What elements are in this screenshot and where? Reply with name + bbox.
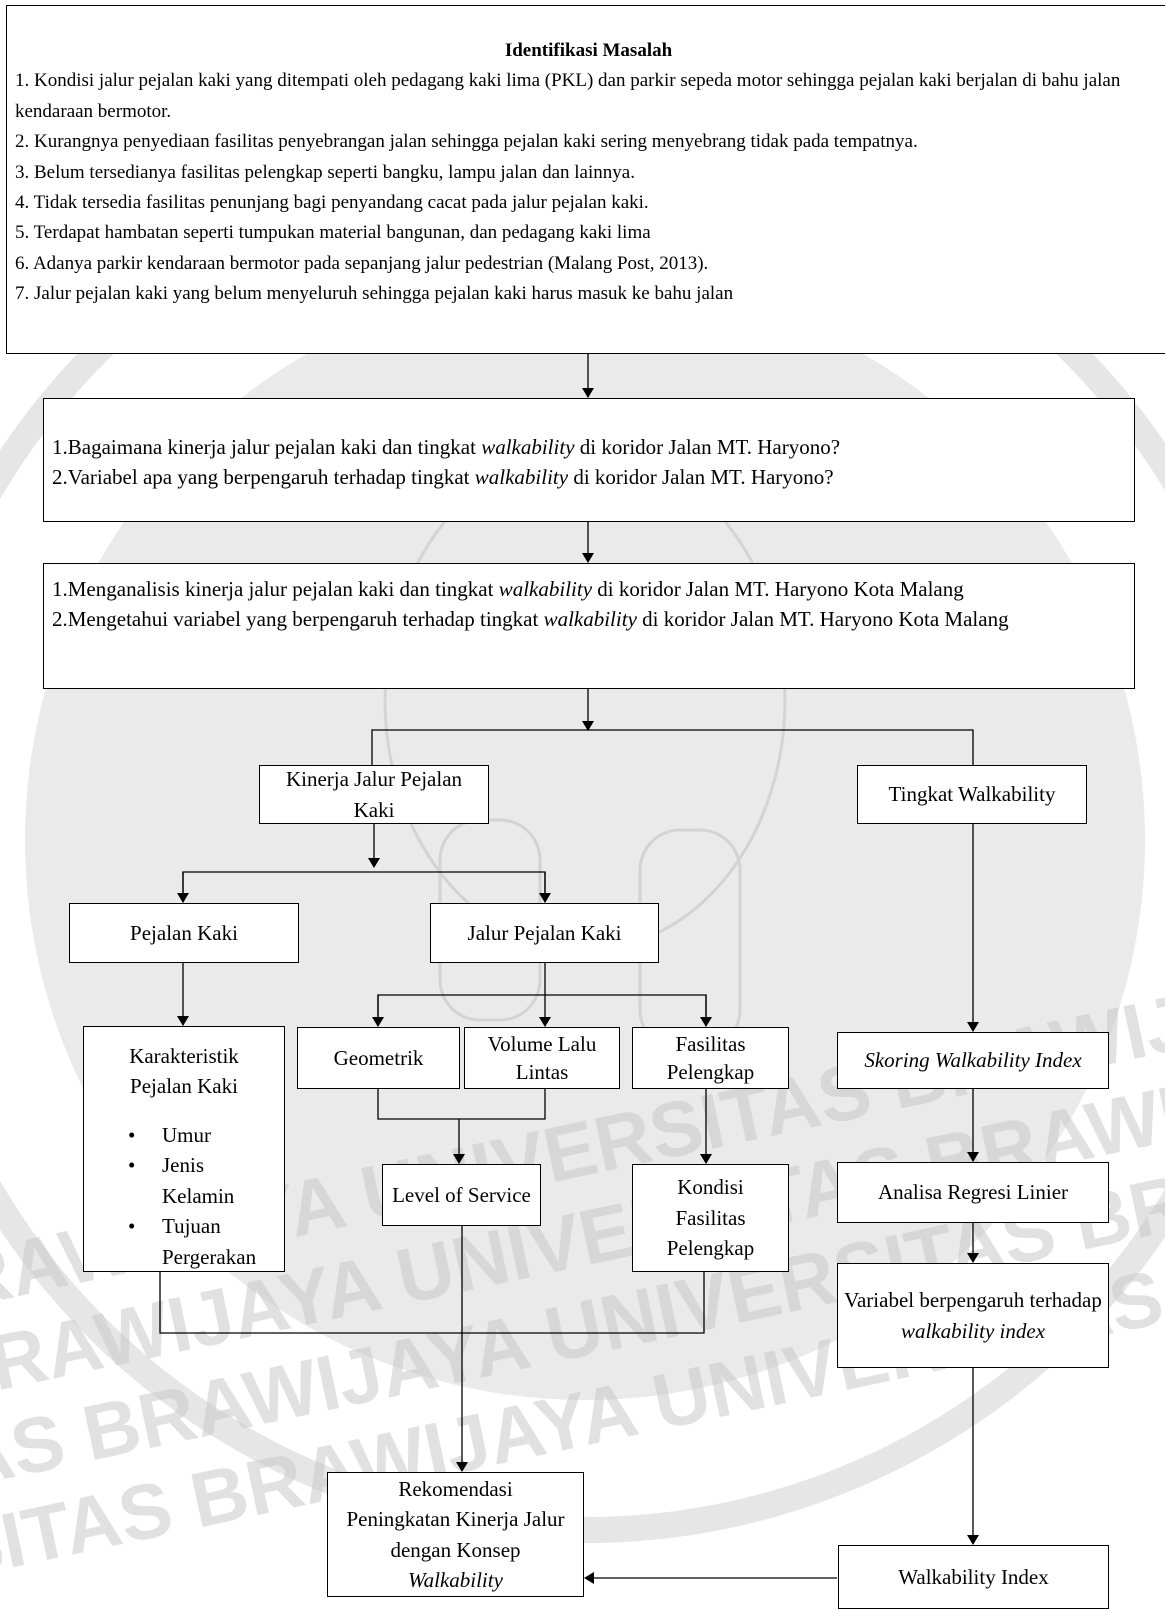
connector-geo-volume-join (377, 1089, 546, 1120)
question-1-text-a: 1.Bagaimana kinerja jalur pejalan kaki d… (52, 435, 482, 459)
research-questions-box: 1.Bagaimana kinerja jalur pejalan kaki d… (43, 398, 1135, 522)
question-2-text-b: di koridor Jalan MT. Haryono? (568, 465, 834, 490)
objective-2-italic: walkability (543, 607, 637, 632)
node-variabel-text: Variabel berpengaruh terhadap (844, 1288, 1102, 1313)
problem-title: Identifikasi Masalah (504, 40, 673, 61)
node-skoring-label: Skoring Walkability Index (864, 1048, 1082, 1073)
node-regresi-label: Analisa Regresi Linier (877, 1180, 1069, 1205)
problem-item-1: 1. Kondisi jalur pejalan kaki yang ditem… (15, 70, 1121, 122)
node-geometrik: Geometrik (297, 1027, 460, 1089)
node-level-of-service: Level of Service (382, 1164, 541, 1226)
question-2-italic: walkability (474, 465, 569, 490)
objective-2-text-a: 2.Mengetahui variabel yang berpengaruh t… (52, 607, 544, 632)
node-jalur-label: Jalur Pejalan Kaki (467, 920, 622, 945)
node-rekomendasi: Rekomendasi Peningkatan Kinerja Jalur de… (327, 1472, 584, 1597)
node-jalur-pejalan-kaki: Jalur Pejalan Kaki (430, 903, 659, 963)
connector-jalur-split (377, 994, 707, 1026)
node-volume-lalu-lintas: Volume Lalu Lintas (464, 1027, 620, 1089)
objective-2-text-b: di koridor Jalan MT. Haryono Kota Malang (636, 607, 1009, 632)
connector-bottom-join (159, 1272, 705, 1334)
problem-item-7: 7. Jalur pejalan kaki yang belum menyelu… (15, 283, 734, 305)
node-rekomendasi-italic: Walkability (408, 1567, 503, 1592)
problem-item-4: 4. Tidak tersedia fasilitas penunjang ba… (15, 191, 649, 213)
node-variabel-label: Variabel berpengaruh terhadap walkabilit… (838, 1285, 1108, 1346)
connector-split-top (371, 729, 974, 766)
node-los-label: Level of Service (392, 1182, 531, 1207)
problem-item-3: 3. Belum tersedianya fasilitas pelengkap… (15, 161, 635, 183)
node-kinerja-jalur: Kinerja Jalur Pejalan Kaki (259, 765, 489, 824)
research-objectives-box: 1.Menganalisis kinerja jalur pejalan kak… (43, 563, 1135, 689)
problem-item-5: 5. Terdapat hambatan seperti tumpukan ma… (15, 222, 651, 244)
node-karakteristik-label: Karakteristik Pejalan Kaki (129, 1044, 239, 1099)
objective-2: 2.Mengetahui variabel yang berpengaruh t… (52, 604, 1009, 634)
node-rekomendasi-text: Rekomendasi Peningkatan Kinerja Jalur de… (346, 1476, 565, 1562)
node-pejalan-label: Pejalan Kaki (130, 920, 238, 945)
problem-identification-box: Identifikasi Masalah 1. Kondisi jalur pe… (6, 5, 1165, 354)
node-kinerja-label: Kinerja Jalur Pejalan Kaki (285, 767, 463, 822)
node-fasilitas-pelengkap: Fasilitas Pelengkap (632, 1027, 789, 1089)
objective-1-text-a: 1.Menganalisis kinerja jalur pejalan kak… (52, 577, 499, 601)
node-tingkat-walkability: Tingkat Walkability (857, 765, 1087, 824)
karakteristik-item-tujuan: Tujuan Pergerakan (128, 1211, 274, 1272)
objective-1-italic: walkability (498, 577, 593, 601)
node-volume-label: Volume Lalu Lintas (487, 1031, 597, 1084)
karakteristik-list: Umur Jenis Kelamin Tujuan Pergerakan (120, 1120, 274, 1272)
node-tingkat-label: Tingkat Walkability (888, 782, 1056, 807)
question-2-text-a: 2.Variabel apa yang berpengaruh terhadap… (52, 465, 475, 490)
node-variabel-italic: walkability index (900, 1318, 1046, 1343)
node-karakteristik-pejalan: Karakteristik Pejalan Kaki Umur Jenis Ke… (83, 1026, 285, 1272)
objective-1: 1.Menganalisis kinerja jalur pejalan kak… (52, 574, 964, 604)
node-fasilitas-label: Fasilitas Pelengkap (666, 1031, 755, 1084)
connector-kinerja-split (182, 871, 546, 902)
karakteristik-item-umur: Umur (128, 1120, 274, 1151)
karakteristik-item-jenis-kelamin: Jenis Kelamin (128, 1150, 274, 1211)
problem-item-2: 2. Kurangnya penyediaan fasilitas penyeb… (15, 131, 918, 153)
node-kondisi-label: Kondisi Fasilitas Pelengkap (666, 1175, 755, 1261)
node-index-label: Walkability Index (898, 1564, 1049, 1589)
node-variabel-berpengaruh: Variabel berpengaruh terhadap walkabilit… (837, 1263, 1109, 1368)
question-2: 2.Variabel apa yang berpengaruh terhadap… (52, 462, 834, 492)
node-geometrik-label: Geometrik (333, 1045, 424, 1070)
node-kondisi-fasilitas: Kondisi Fasilitas Pelengkap (632, 1164, 789, 1272)
node-analisa-regresi: Analisa Regresi Linier (837, 1162, 1109, 1223)
node-pejalan-kaki: Pejalan Kaki (69, 903, 299, 963)
objective-1-text-b: di koridor Jalan MT. Haryono Kota Malang (592, 577, 964, 601)
problem-item-6: 6. Adanya parkir kendaraan bermotor pada… (15, 252, 709, 274)
question-1-text-b: di koridor Jalan MT. Haryono? (574, 435, 841, 459)
node-rekomendasi-label: Rekomendasi Peningkatan Kinerja Jalur de… (346, 1474, 565, 1596)
question-1-italic: walkability (481, 435, 575, 459)
node-skoring-walkability-index: Skoring Walkability Index (837, 1032, 1109, 1089)
question-1: 1.Bagaimana kinerja jalur pejalan kaki d… (52, 432, 840, 462)
node-walkability-index: Walkability Index (838, 1545, 1109, 1609)
